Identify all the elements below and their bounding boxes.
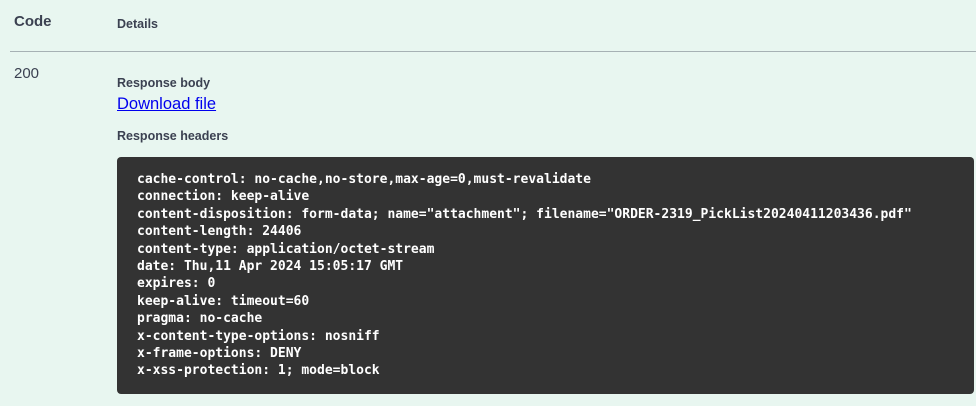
response-header-line: content-type: application/octet-stream bbox=[137, 241, 435, 257]
download-file-link[interactable]: Download file bbox=[117, 95, 217, 113]
response-header-line: keep-alive: timeout=60 bbox=[137, 293, 310, 309]
response-header-line: x-content-type-options: nosniff bbox=[137, 328, 380, 344]
response-header-line: x-frame-options: DENY bbox=[137, 346, 302, 362]
response-details: Response body Download file Response hea… bbox=[117, 52, 976, 394]
response-header-line: x-xss-protection: 1; mode=block bbox=[137, 363, 380, 379]
response-headers-block: cache-control: no-cache,no-store,max-age… bbox=[117, 157, 974, 394]
code-column-header: Code bbox=[14, 13, 52, 30]
details-column-header: Details bbox=[117, 17, 158, 31]
response-header-line: content-length: 24406 bbox=[137, 224, 302, 240]
response-header-line: cache-control: no-cache,no-store,max-age… bbox=[137, 172, 591, 187]
response-header-line: date: Thu,11 Apr 2024 15:05:17 GMT bbox=[137, 259, 404, 275]
response-header-line: content-disposition: form-data; name="at… bbox=[137, 206, 912, 222]
responses-table: Code Details 200 Response body Download … bbox=[0, 0, 976, 394]
response-row: 200 Response body Download file Response… bbox=[0, 52, 976, 394]
response-header-line: connection: keep-alive bbox=[137, 189, 310, 205]
response-header-line: expires: 0 bbox=[137, 276, 216, 292]
response-headers-label: Response headers bbox=[117, 129, 229, 143]
response-body-label: Response body bbox=[117, 76, 211, 90]
status-code: 200 bbox=[14, 65, 40, 82]
responses-table-header-row: Code Details bbox=[0, 0, 976, 51]
response-header-line: pragma: no-cache bbox=[137, 311, 263, 327]
header-divider bbox=[10, 51, 976, 52]
